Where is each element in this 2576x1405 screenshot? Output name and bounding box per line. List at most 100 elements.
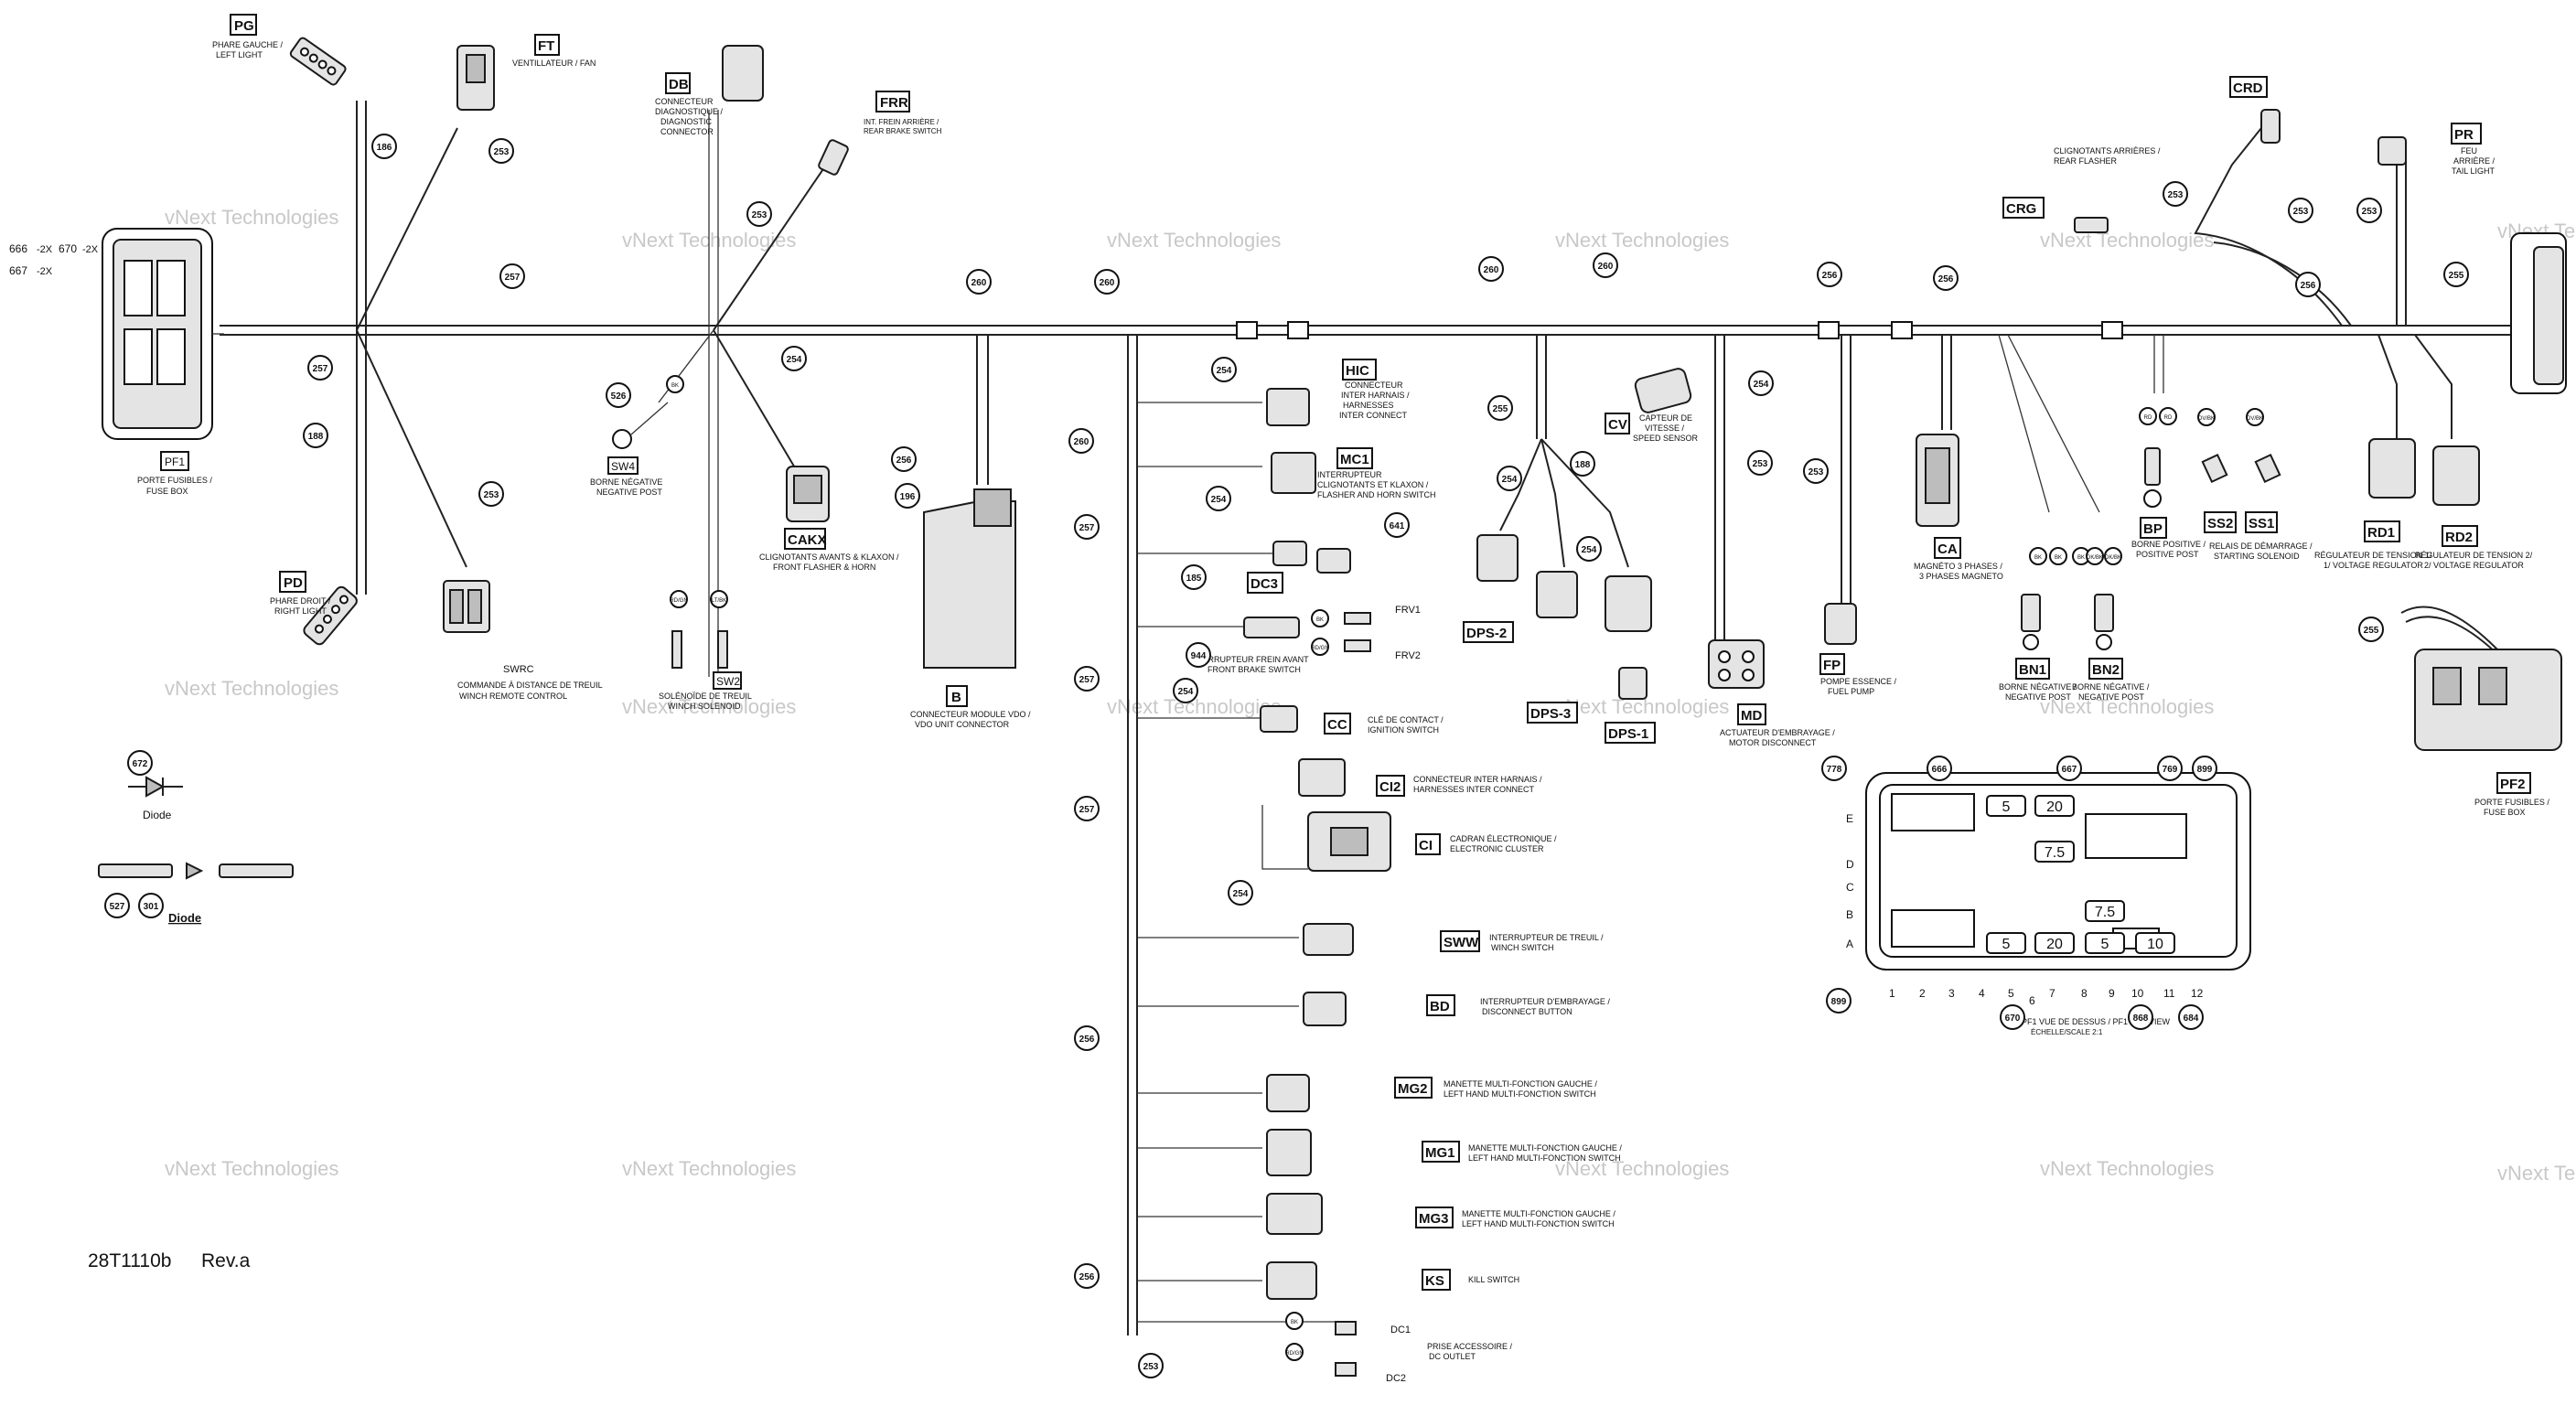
bp-code: BP xyxy=(2143,521,2163,537)
wire-ref-number: 253 xyxy=(1753,459,1768,469)
wire-ref-circle xyxy=(746,201,772,227)
pf1-code: PF1 xyxy=(165,456,185,468)
dps3-code: DPS-3 xyxy=(1530,706,1571,722)
bn1-desc: NEGATIVE POST xyxy=(2005,692,2071,702)
bp-desc: BORNE POSITIVE / xyxy=(2131,540,2206,549)
top-view-scale: ÉCHELLE/SCALE 2:1 xyxy=(2031,1028,2103,1036)
connector-ft: FT VENTILLATEUR / FAN xyxy=(456,34,596,111)
pg-code: PG xyxy=(234,18,254,34)
wire-ref-circle xyxy=(2128,1004,2153,1030)
col-label: 2 xyxy=(1919,987,1926,1000)
col-label: 12 xyxy=(2191,987,2204,1000)
wire-color-text: DK/BK xyxy=(2087,555,2103,561)
connector-cc: CC CLÉ DE CONTACT / IGNITION SWITCH xyxy=(1260,705,1444,735)
db-desc: DIAGNOSTIQUE / xyxy=(655,107,724,116)
wire-ref-circle xyxy=(499,263,525,289)
wire-ref-circle xyxy=(1074,796,1100,821)
sw2-code: SW2 xyxy=(716,675,740,688)
col-label: 1 xyxy=(1889,987,1895,1000)
rd2-code: RD2 xyxy=(2445,530,2473,545)
wire-color-tag xyxy=(2246,408,2264,426)
wire-color-text: RD/GN xyxy=(1311,646,1328,651)
wire-ref-circle xyxy=(2163,181,2188,207)
md-desc: ACTUATEUR D'EMBRAYAGE / xyxy=(1720,728,1835,737)
wire-ref-circle xyxy=(2178,1004,2204,1030)
ft-desc: VENTILLATEUR / FAN xyxy=(512,59,596,68)
ca-desc: 3 PHASES MAGNETO xyxy=(1919,572,2003,581)
frr-desc: INT. FREIN ARRIÈRE / xyxy=(864,118,939,126)
wire-ref-number: 260 xyxy=(1074,437,1089,447)
dc2-code: DC2 xyxy=(1386,1373,1406,1384)
hic-desc: INTER CONNECT xyxy=(1339,411,1408,420)
wire-ref-number: 253 xyxy=(484,490,499,500)
connector-pr: PR FEU ARRIÈRE / TAIL LIGHT xyxy=(2377,123,2496,176)
wire-color-text: RD/GN xyxy=(1285,1351,1303,1357)
wire-ref-circle xyxy=(1068,428,1094,454)
connector-cakx: CAKX CLIGNOTANTS AVANTS & KLAXON / FRONT… xyxy=(759,466,899,572)
wire-ref-number: 254 xyxy=(1217,366,1232,376)
watermark: vNext Technologies xyxy=(2040,1157,2214,1180)
wire-ref-circle xyxy=(2192,756,2217,781)
frr-code: FRR xyxy=(880,95,908,111)
wire-ref-circle xyxy=(2356,198,2382,223)
watermark: vNext Technologies xyxy=(1107,229,1281,252)
wire-ref-circle xyxy=(891,446,917,472)
wire-ref-number: 253 xyxy=(1809,467,1824,477)
wire-ref-circle xyxy=(781,346,807,371)
watermark: vNext Technologies xyxy=(2040,229,2214,252)
wire-ref-number: 254 xyxy=(1582,545,1597,555)
sw4-code: SW4 xyxy=(611,460,635,473)
connector-mg2: MG2 MANETTE MULTI-FONCTION GAUCHE / LEFT… xyxy=(1266,1074,1597,1112)
wire-color-text: BK xyxy=(2034,555,2042,561)
watermark: vNext Technologies xyxy=(165,1157,338,1180)
wire-ref-number: 253 xyxy=(1143,1362,1159,1372)
wire-color-tag xyxy=(710,590,728,608)
wire-color-text: BK xyxy=(2055,555,2062,561)
watermark: vNext Technologies xyxy=(165,677,338,700)
wire-ref-number: 256 xyxy=(2301,281,2316,291)
ci2-desc: HARNESSES INTER CONNECT xyxy=(1413,785,1535,794)
connector-crg: CRG CLIGNOTANTS ARRIÈRES / REAR FLASHER xyxy=(2002,146,2161,233)
connector-ss: SS2 SS1 RELAIS DE DÉMARRAGE / STARTING S… xyxy=(2201,453,2313,561)
wire-ref-circle xyxy=(1478,256,1504,282)
fuse-qty-670: 670 xyxy=(59,242,77,255)
connector-b: B CONNECTEUR MODULE VDO / VDO UNIT CONNE… xyxy=(910,488,1031,729)
wire-ref-circle xyxy=(2443,262,2469,287)
sw4-desc: NEGATIVE POST xyxy=(596,488,662,497)
spine-branches xyxy=(1137,402,1336,1323)
fuse-qty-666: 666 xyxy=(9,242,27,255)
connector-ci: CI CADRAN ÉLECTRONIQUE / ELECTRONIC CLUS… xyxy=(1261,805,1557,872)
mg3-code: MG3 xyxy=(1419,1211,1449,1227)
wire-ref-circle xyxy=(488,138,514,164)
connector-hic: HIC CONNECTEUR INTER HARNAIS / HARNESSES… xyxy=(1266,359,1410,426)
wire-color-text: BK xyxy=(1316,617,1324,623)
fp-desc: POMPE ESSENCE / xyxy=(1820,677,1897,686)
fp-code: FP xyxy=(1823,658,1841,673)
wire-ref-number: 254 xyxy=(787,355,802,365)
cv-desc: CAPTEUR DE xyxy=(1639,413,1692,423)
wire-ref-number: 672 xyxy=(133,759,148,769)
wire-ref-number: 254 xyxy=(1754,380,1769,390)
wire-ref-number: 899 xyxy=(1831,997,1847,1007)
mc1-desc: INTERRUPTEUR xyxy=(1317,470,1382,479)
cakx-desc: CLIGNOTANTS AVANTS & KLAXON / xyxy=(759,552,899,562)
mg2-desc: MANETTE MULTI-FONCTION GAUCHE / xyxy=(1444,1079,1597,1089)
ft-code: FT xyxy=(538,38,554,54)
wire-ref-number: 260 xyxy=(1484,265,1499,275)
wire-ref-number: 255 xyxy=(1493,404,1508,414)
rd2-desc: 2/ VOLTAGE REGULATOR xyxy=(2424,561,2524,570)
wire-ref-circle xyxy=(1384,512,1410,538)
bd-desc: DISCONNECT BUTTON xyxy=(1482,1007,1572,1016)
wire-ref-number: 257 xyxy=(313,364,328,374)
mg2-code: MG2 xyxy=(1398,1081,1428,1097)
ci-desc: CADRAN ÉLECTRONIQUE / xyxy=(1450,834,1557,843)
wire-ref-circle xyxy=(895,483,920,509)
fuse-qty-label: -2X xyxy=(37,266,53,277)
wire-ref-number: 185 xyxy=(1186,574,1202,584)
rd1-code: RD1 xyxy=(2367,525,2395,541)
fuse-rating: 20 xyxy=(2046,937,2063,952)
wire-ref-number: 256 xyxy=(1079,1272,1095,1282)
wire-ref-circle xyxy=(2157,756,2183,781)
wire-color-tag xyxy=(1311,638,1329,656)
